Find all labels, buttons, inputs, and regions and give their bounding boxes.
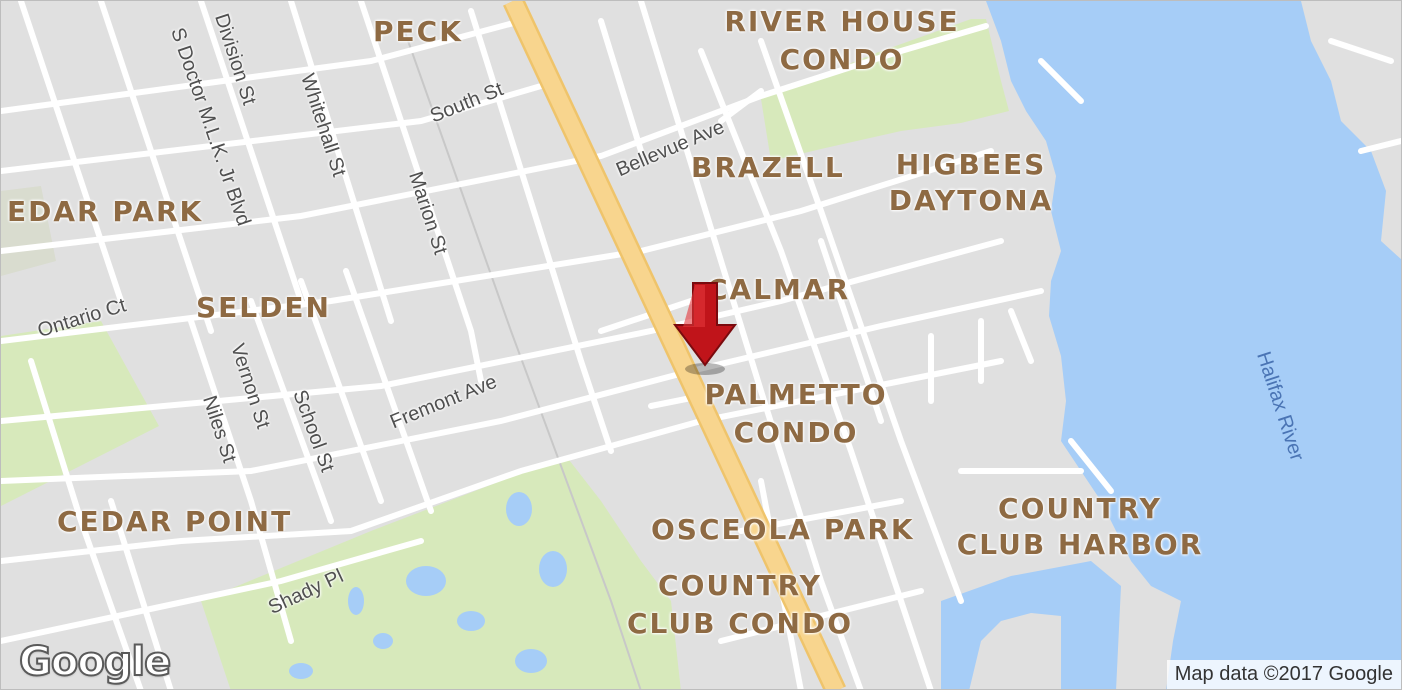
neighborhood-country-club-condo: COUNTRY CLUB CONDO <box>626 569 854 640</box>
marina-water <box>941 561 1121 689</box>
neighborhood-country-club-harbor: COUNTRY CLUB HARBOR <box>956 492 1204 561</box>
pond <box>457 611 485 631</box>
google-logo[interactable]: Google <box>18 638 172 686</box>
neighborhood-osceola-park: OSCEOLA PARK <box>651 513 915 546</box>
east-bank-land <box>1301 1 1401 260</box>
map-attribution[interactable]: Map data ©2017 Google <box>1166 660 1401 689</box>
marina-slip <box>1036 629 1053 689</box>
river-house-park <box>761 19 1009 161</box>
neighborhood-brazell: BRAZELL <box>691 151 845 184</box>
pond <box>539 551 567 587</box>
west-edge-park <box>1 186 56 276</box>
neighborhood-calmar: CALMAR <box>707 273 851 306</box>
highway-us1 <box>505 1 844 689</box>
pond <box>406 566 446 596</box>
pond <box>289 663 313 679</box>
neighborhood-cedar-point: CEDAR POINT <box>57 505 293 538</box>
pond <box>515 649 547 673</box>
neighborhood-peck: PECK <box>373 15 463 48</box>
pond <box>373 633 393 649</box>
neighborhood-higbees-daytona: HIGBEES DAYTONA <box>888 148 1054 217</box>
red-arrow-marker-icon[interactable] <box>671 281 739 381</box>
neighborhood-river-house-condo-full: RIVER HOUSE CONDO <box>724 5 960 76</box>
pond <box>506 492 532 526</box>
neighborhood-cedar-park: EDAR PARK <box>7 195 204 228</box>
halifax-river-water <box>986 1 1401 689</box>
neighborhood-palmetto-condo: PALMETTO CONDO <box>704 378 888 449</box>
railway <box>400 20 642 689</box>
neighborhood-selden: SELDEN <box>196 291 331 324</box>
pond <box>348 587 364 615</box>
